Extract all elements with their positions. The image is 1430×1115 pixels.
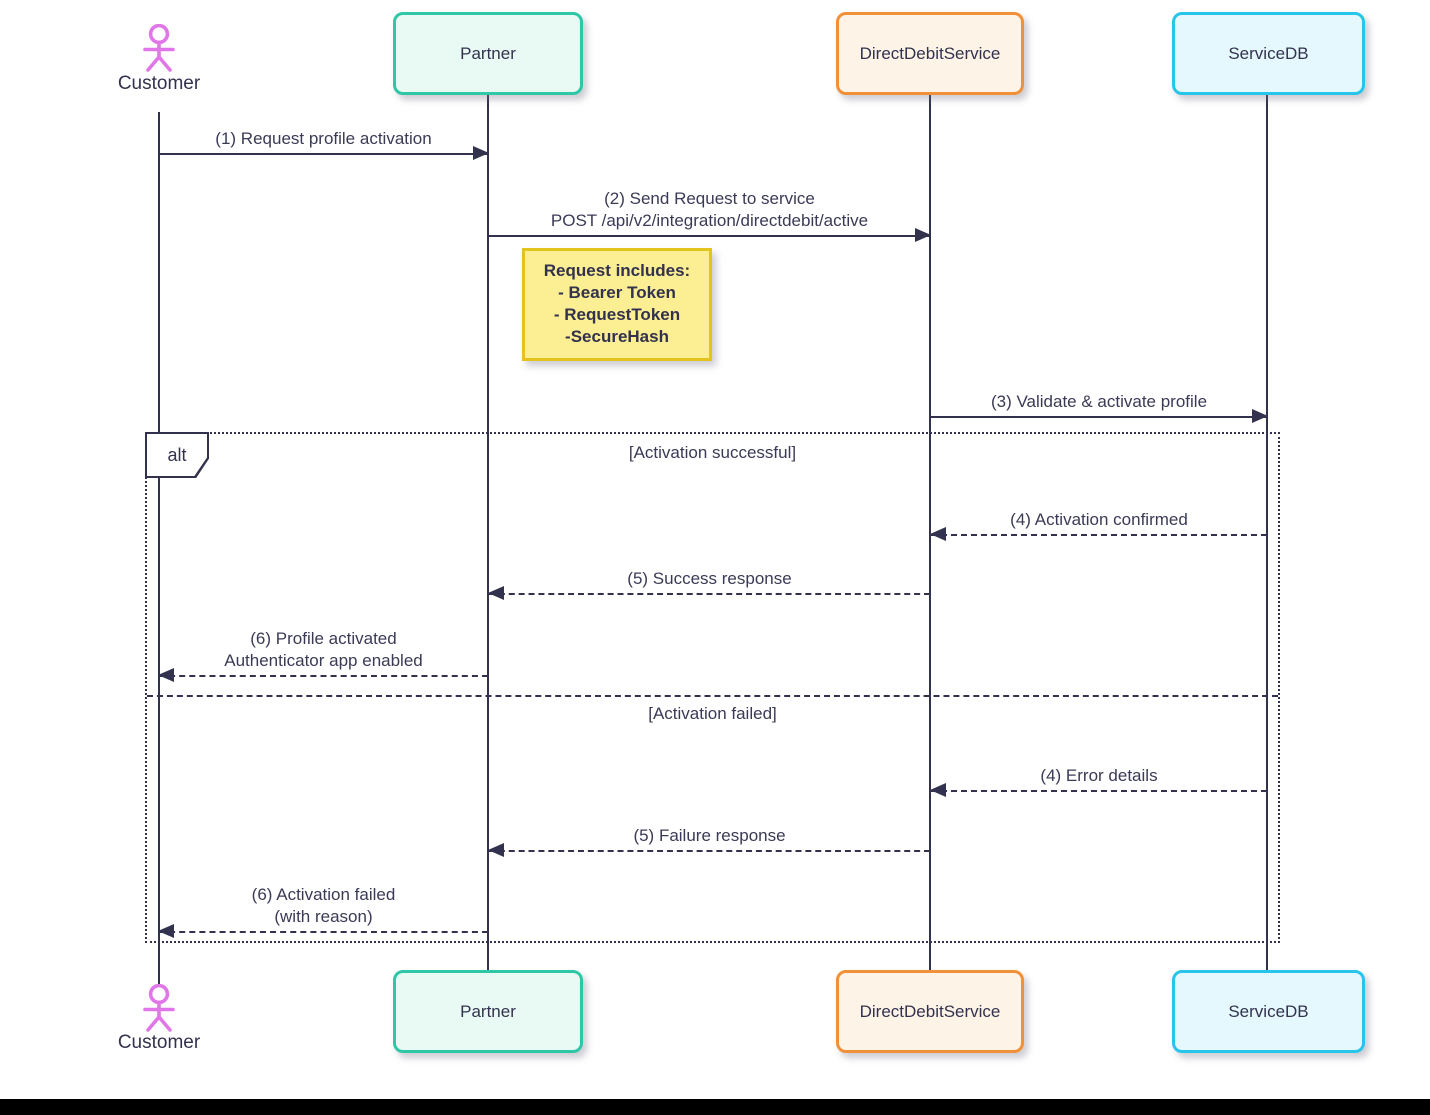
guard-activation-successful: [Activation successful]	[628, 443, 797, 462]
message-label: (3) Validate & activate profile	[990, 392, 1208, 411]
bottom-black-bar	[0, 1099, 1430, 1115]
message-label: (6) Profile activated Authenticator app …	[159, 628, 488, 672]
participant-partner-top: Partner	[393, 12, 583, 95]
arrowhead-right-icon	[473, 146, 489, 160]
message-line	[159, 931, 488, 933]
message-label: (5) Success response	[627, 569, 792, 588]
lifeline-partner	[487, 95, 489, 970]
message-label-line2: POST /api/v2/integration/directdebit/act…	[550, 211, 869, 230]
participant-servicedb-bottom: ServiceDB	[1172, 970, 1365, 1053]
arrowhead-left-icon	[158, 668, 174, 682]
message-label: (2) Send Request to service POST /api/v2…	[489, 188, 930, 232]
message-line	[931, 416, 1267, 418]
message-line	[489, 593, 930, 595]
message-line	[159, 675, 488, 677]
alt-operator-label: alt	[147, 434, 207, 476]
message-label: (4) Error details	[1040, 766, 1158, 785]
arrowhead-right-icon	[1252, 409, 1268, 423]
message-label-line1: (6) Activation failed	[251, 885, 396, 904]
participant-directdebitservice-bottom: DirectDebitService	[836, 970, 1024, 1053]
participant-directdebitservice-top: DirectDebitService	[836, 12, 1024, 95]
lifeline-servicedb	[1266, 95, 1268, 970]
alt-operator-tag: alt	[145, 432, 209, 478]
arrowhead-left-icon	[488, 843, 504, 857]
customer-actor-icon-bottom	[137, 983, 181, 1039]
note-item: - Bearer Token	[558, 283, 676, 302]
message-label: (6) Activation failed (with reason)	[159, 884, 488, 928]
guard-activation-failed: [Activation failed]	[648, 704, 777, 723]
message-label: (1) Request profile activation	[215, 129, 432, 148]
participant-servicedb-top: ServiceDB	[1172, 12, 1365, 95]
message-line	[489, 235, 930, 237]
message-label: (4) Activation confirmed	[1010, 510, 1188, 529]
arrowhead-left-icon	[930, 783, 946, 797]
participant-customer-bottom: Customer	[117, 1032, 201, 1053]
arrowhead-right-icon	[915, 228, 931, 242]
note-item: - RequestToken	[553, 305, 681, 324]
message-label-line1: (6) Profile activated	[250, 629, 397, 648]
message-label-line1: (2) Send Request to service	[604, 189, 815, 208]
lifeline-customer	[158, 112, 160, 986]
message-label-line2: (with reason)	[274, 907, 373, 926]
arrowhead-left-icon	[488, 586, 504, 600]
message-line	[489, 850, 930, 852]
arrowhead-left-icon	[930, 527, 946, 541]
note-request-includes: Request includes: - Bearer Token - Reque…	[522, 248, 712, 361]
message-line	[931, 534, 1267, 536]
participant-customer-top: Customer	[117, 73, 201, 94]
message-line	[159, 153, 488, 155]
note-item: -SecureHash	[565, 327, 669, 346]
note-title: Request includes:	[543, 261, 691, 280]
arrowhead-left-icon	[158, 924, 174, 938]
message-label: (5) Failure response	[633, 826, 786, 845]
customer-actor-icon	[137, 23, 181, 79]
message-line	[931, 790, 1267, 792]
alt-separator	[147, 695, 1278, 697]
participant-partner-bottom: Partner	[393, 970, 583, 1053]
alt-frame: alt [Activation successful] [Activation …	[145, 432, 1280, 943]
message-label-line2: Authenticator app enabled	[224, 651, 423, 670]
